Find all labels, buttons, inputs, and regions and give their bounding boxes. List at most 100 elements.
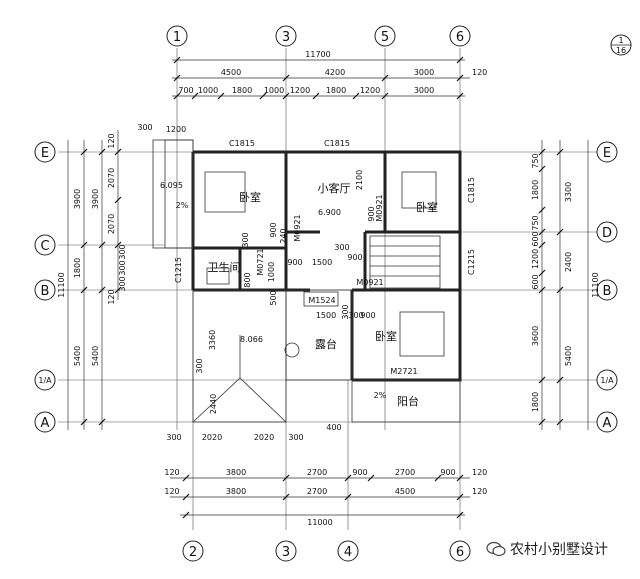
dim: 800 [243, 272, 252, 287]
axis-label: B [41, 284, 50, 299]
dim: 2% [176, 201, 189, 210]
window-label: C1815 [229, 139, 255, 148]
room-label-bedroom-se: 卧室 [375, 329, 397, 343]
dim: 2070 [107, 168, 116, 188]
dim-total-left: 11100 [57, 272, 66, 297]
window-label: M2721 [390, 367, 417, 376]
dim: 900 [360, 311, 375, 320]
dim: 2070 [107, 214, 116, 234]
dim: 1200 [531, 249, 540, 269]
room-label-terrace: 露台 [315, 337, 337, 351]
axis-bubbles-top: 1 3 5 6 [166, 25, 471, 47]
door-label: M1524 [308, 296, 335, 305]
left-dimensions: 11100 3900 1800 5400 3900 5400 120 2070 … [57, 130, 127, 430]
dim-total-right: 11100 [591, 272, 600, 297]
dim: 3900 [91, 189, 100, 209]
room-label-bathroom: 卫生间 [208, 260, 241, 274]
axis-label: E [41, 146, 49, 161]
axis-label: A [41, 416, 50, 431]
elevations: 6.095 6.900 8.066 [160, 181, 341, 344]
axis-label: 5 [381, 30, 389, 45]
dim: 5400 [564, 346, 573, 366]
dim: 900 [269, 222, 278, 237]
axis-bubbles-right: E D B 1/A A [596, 141, 618, 433]
dim: 120 [164, 487, 179, 496]
dim: 3600 [531, 326, 540, 346]
dim: 5400 [73, 346, 82, 366]
top-dimensions: 11700 4500 4200 3000 120 700 1000 1800 1… [172, 50, 487, 100]
dim: 4500 [221, 68, 241, 77]
dim: 3360 [208, 330, 217, 350]
dim: 1500 [312, 258, 332, 267]
dim: 4200 [325, 68, 345, 77]
dim: 1000 [267, 262, 276, 282]
dim: 900 [287, 258, 302, 267]
room-label-bedroom-nw: 卧室 [239, 190, 261, 204]
axis-label: 6 [456, 545, 464, 560]
inner-dimensions: 1200 300 2100 900 900 240 300 900 1500 3… [137, 123, 386, 442]
dim: 240 [279, 228, 288, 243]
dim: 120 [164, 468, 179, 477]
axis-label: B [603, 284, 612, 299]
dim: 120 [107, 133, 116, 148]
dim: 300 [137, 123, 152, 132]
dim: 300 [334, 243, 349, 252]
axis-bubbles-left: E C B 1/A A [34, 141, 56, 433]
dim: 1200 [290, 86, 310, 95]
room-label-balcony: 阳台 [397, 394, 419, 408]
dim: 3000 [414, 68, 434, 77]
axis-label: 4 [344, 545, 352, 560]
dim: 4500 [395, 487, 415, 496]
dim: 600 [531, 231, 540, 246]
openings: C1815 C1815 C1815 C1215 C1215 M2721 M092… [174, 139, 476, 376]
axis-label: 3 [282, 545, 290, 560]
dim: 3800 [226, 487, 246, 496]
dim: 1800 [73, 258, 82, 278]
dim: 120 [107, 289, 116, 304]
axis-label: A [603, 416, 612, 431]
dim: 1200 [166, 125, 186, 134]
dim: 1800 [232, 86, 252, 95]
dim: 300 [288, 433, 303, 442]
dim: 300 [118, 244, 127, 259]
window-label: C1815 [467, 177, 476, 203]
window-label: C1215 [174, 257, 183, 283]
elevation-label: 6.900 [318, 208, 341, 217]
axis-label: 1 [173, 30, 181, 45]
dim: 300 [241, 232, 250, 247]
dim: 750 [531, 215, 540, 230]
dim: 1800 [531, 180, 540, 200]
dim: 1000 [264, 86, 284, 95]
dim: 2700 [307, 487, 327, 496]
axis-label: 2 [189, 545, 197, 560]
dim: 1500 [316, 311, 336, 320]
dim: 3300 [564, 182, 573, 202]
dim: 700 [178, 86, 193, 95]
dim: 120 [472, 68, 487, 77]
dim: 300 [195, 358, 204, 373]
dim: 2400 [564, 252, 573, 272]
sheet-ref-top: 1 [618, 36, 623, 45]
dim: 300 [341, 304, 350, 319]
dim: 600 [531, 274, 540, 289]
elevation-label: 8.066 [240, 335, 263, 344]
axis-label: C [40, 239, 49, 254]
dim: 750 [531, 153, 540, 168]
dim: 900 [367, 206, 376, 221]
sheet-reference-symbol: 1 16 [610, 34, 632, 56]
dim: 900 [352, 468, 367, 477]
dim: 2% [374, 391, 387, 400]
dim: 2020 [202, 433, 222, 442]
axis-grid [58, 48, 598, 530]
dim: 120 [472, 468, 487, 477]
dim: 300 [118, 276, 127, 291]
dim: 2440 [209, 394, 218, 414]
dim: 1800 [326, 86, 346, 95]
door-label: M0921 [293, 214, 302, 241]
axis-label: 3 [282, 30, 290, 45]
walls [152, 139, 462, 423]
door-label: M0921 [375, 194, 384, 221]
dim: 3000 [414, 86, 434, 95]
dim: 1200 [360, 86, 380, 95]
